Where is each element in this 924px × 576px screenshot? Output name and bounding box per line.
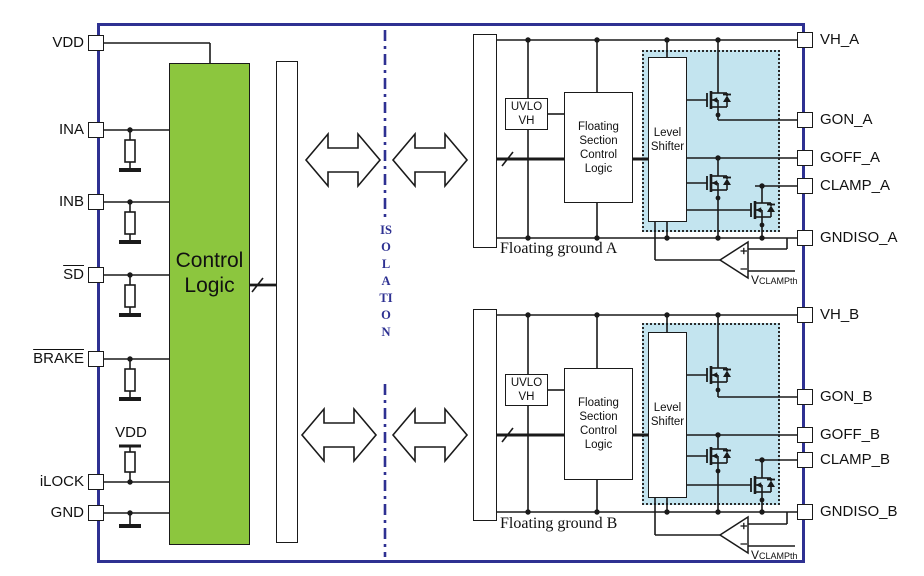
- pin-label-ina: INA: [58, 121, 84, 138]
- uvlo-block-b: UVLO VH: [505, 374, 548, 406]
- vclampth-label-a: VCLAMPth: [751, 273, 798, 287]
- level-shifter-label-a: Level Shifter: [650, 126, 685, 153]
- chip-outline: [97, 23, 805, 563]
- pin-gon-a: [797, 112, 813, 128]
- interface-bar-section-a: [473, 34, 497, 248]
- uvlo-label-b: UVLO VH: [510, 377, 543, 403]
- uvlo-label-a: UVLO VH: [510, 101, 543, 127]
- vclamp-sub-b: CLAMPth: [759, 551, 798, 561]
- pin-label-gndiso-b: GNDISO_B: [820, 503, 898, 520]
- pin-ilock: [88, 474, 104, 490]
- pin-label-vdd: VDD: [52, 34, 84, 51]
- pin-label-gndiso-a: GNDISO_A: [820, 229, 898, 246]
- pin-ina: [88, 122, 104, 138]
- floating-ground-a-label: Floating ground A: [500, 240, 618, 257]
- pin-label-ilock: iLOCK: [39, 473, 84, 490]
- pin-gndiso-a: [797, 230, 813, 246]
- level-shifter-b: Level Shifter: [648, 332, 687, 498]
- pin-label-gon-a: GON_A: [820, 111, 873, 128]
- level-shifter-a: Level Shifter: [648, 57, 687, 222]
- control-logic-label: Control Logic: [175, 249, 244, 297]
- pin-label-goff-a: GOFF_A: [820, 149, 881, 166]
- pin-goff-a: [797, 150, 813, 166]
- fscl-label-b: Floating Section Control Logic: [578, 397, 619, 451]
- level-shifter-label-b: Level Shifter: [650, 402, 685, 428]
- pin-vdd: [88, 35, 104, 51]
- pin-inb: [88, 194, 104, 210]
- fscl-label-a: Floating Section Control Logic: [578, 120, 619, 175]
- pin-brake: [88, 351, 104, 367]
- pin-label-gnd: GND: [50, 504, 84, 521]
- isolation-label: ISOLATION: [379, 223, 393, 339]
- pullup-vdd-label: VDD: [115, 424, 147, 441]
- vclamp-base-a: V: [751, 273, 760, 287]
- pin-sd: [88, 267, 104, 283]
- pin-label-brake: BRAKE: [33, 350, 84, 367]
- pin-label-sd: SD: [63, 266, 84, 283]
- floating-section-control-logic-a: Floating Section Control Logic: [564, 92, 633, 203]
- uvlo-block-a: UVLO VH: [505, 98, 548, 130]
- pin-vh-a: [797, 32, 813, 48]
- control-logic-block: Control Logic: [169, 63, 250, 545]
- vclampth-label-b: VCLAMPth: [751, 548, 798, 562]
- pin-clamp-b: [797, 452, 813, 468]
- pin-goff-b: [797, 427, 813, 443]
- pin-label-gon-b: GON_B: [820, 388, 873, 405]
- pin-gon-b: [797, 389, 813, 405]
- pin-label-goff-b: GOFF_B: [820, 426, 881, 443]
- pin-label-vh-a: VH_A: [820, 31, 860, 48]
- pin-label-vh-b: VH_B: [820, 306, 860, 323]
- pin-gndiso-b: [797, 504, 813, 520]
- pin-label-clamp-a: CLAMP_A: [820, 177, 891, 194]
- interface-bar-section-b: [473, 309, 497, 521]
- vclamp-base-b: V: [751, 548, 760, 562]
- pin-vh-b: [797, 307, 813, 323]
- pin-label-inb: INB: [58, 193, 84, 210]
- floating-ground-b-label: Floating ground B: [500, 515, 618, 532]
- interface-bar-primary: [276, 61, 298, 543]
- pin-clamp-a: [797, 178, 813, 194]
- vclamp-sub-a: CLAMPth: [759, 276, 798, 286]
- floating-section-control-logic-b: Floating Section Control Logic: [564, 368, 633, 480]
- pin-gnd: [88, 505, 104, 521]
- pin-label-clamp-b: CLAMP_B: [820, 451, 891, 468]
